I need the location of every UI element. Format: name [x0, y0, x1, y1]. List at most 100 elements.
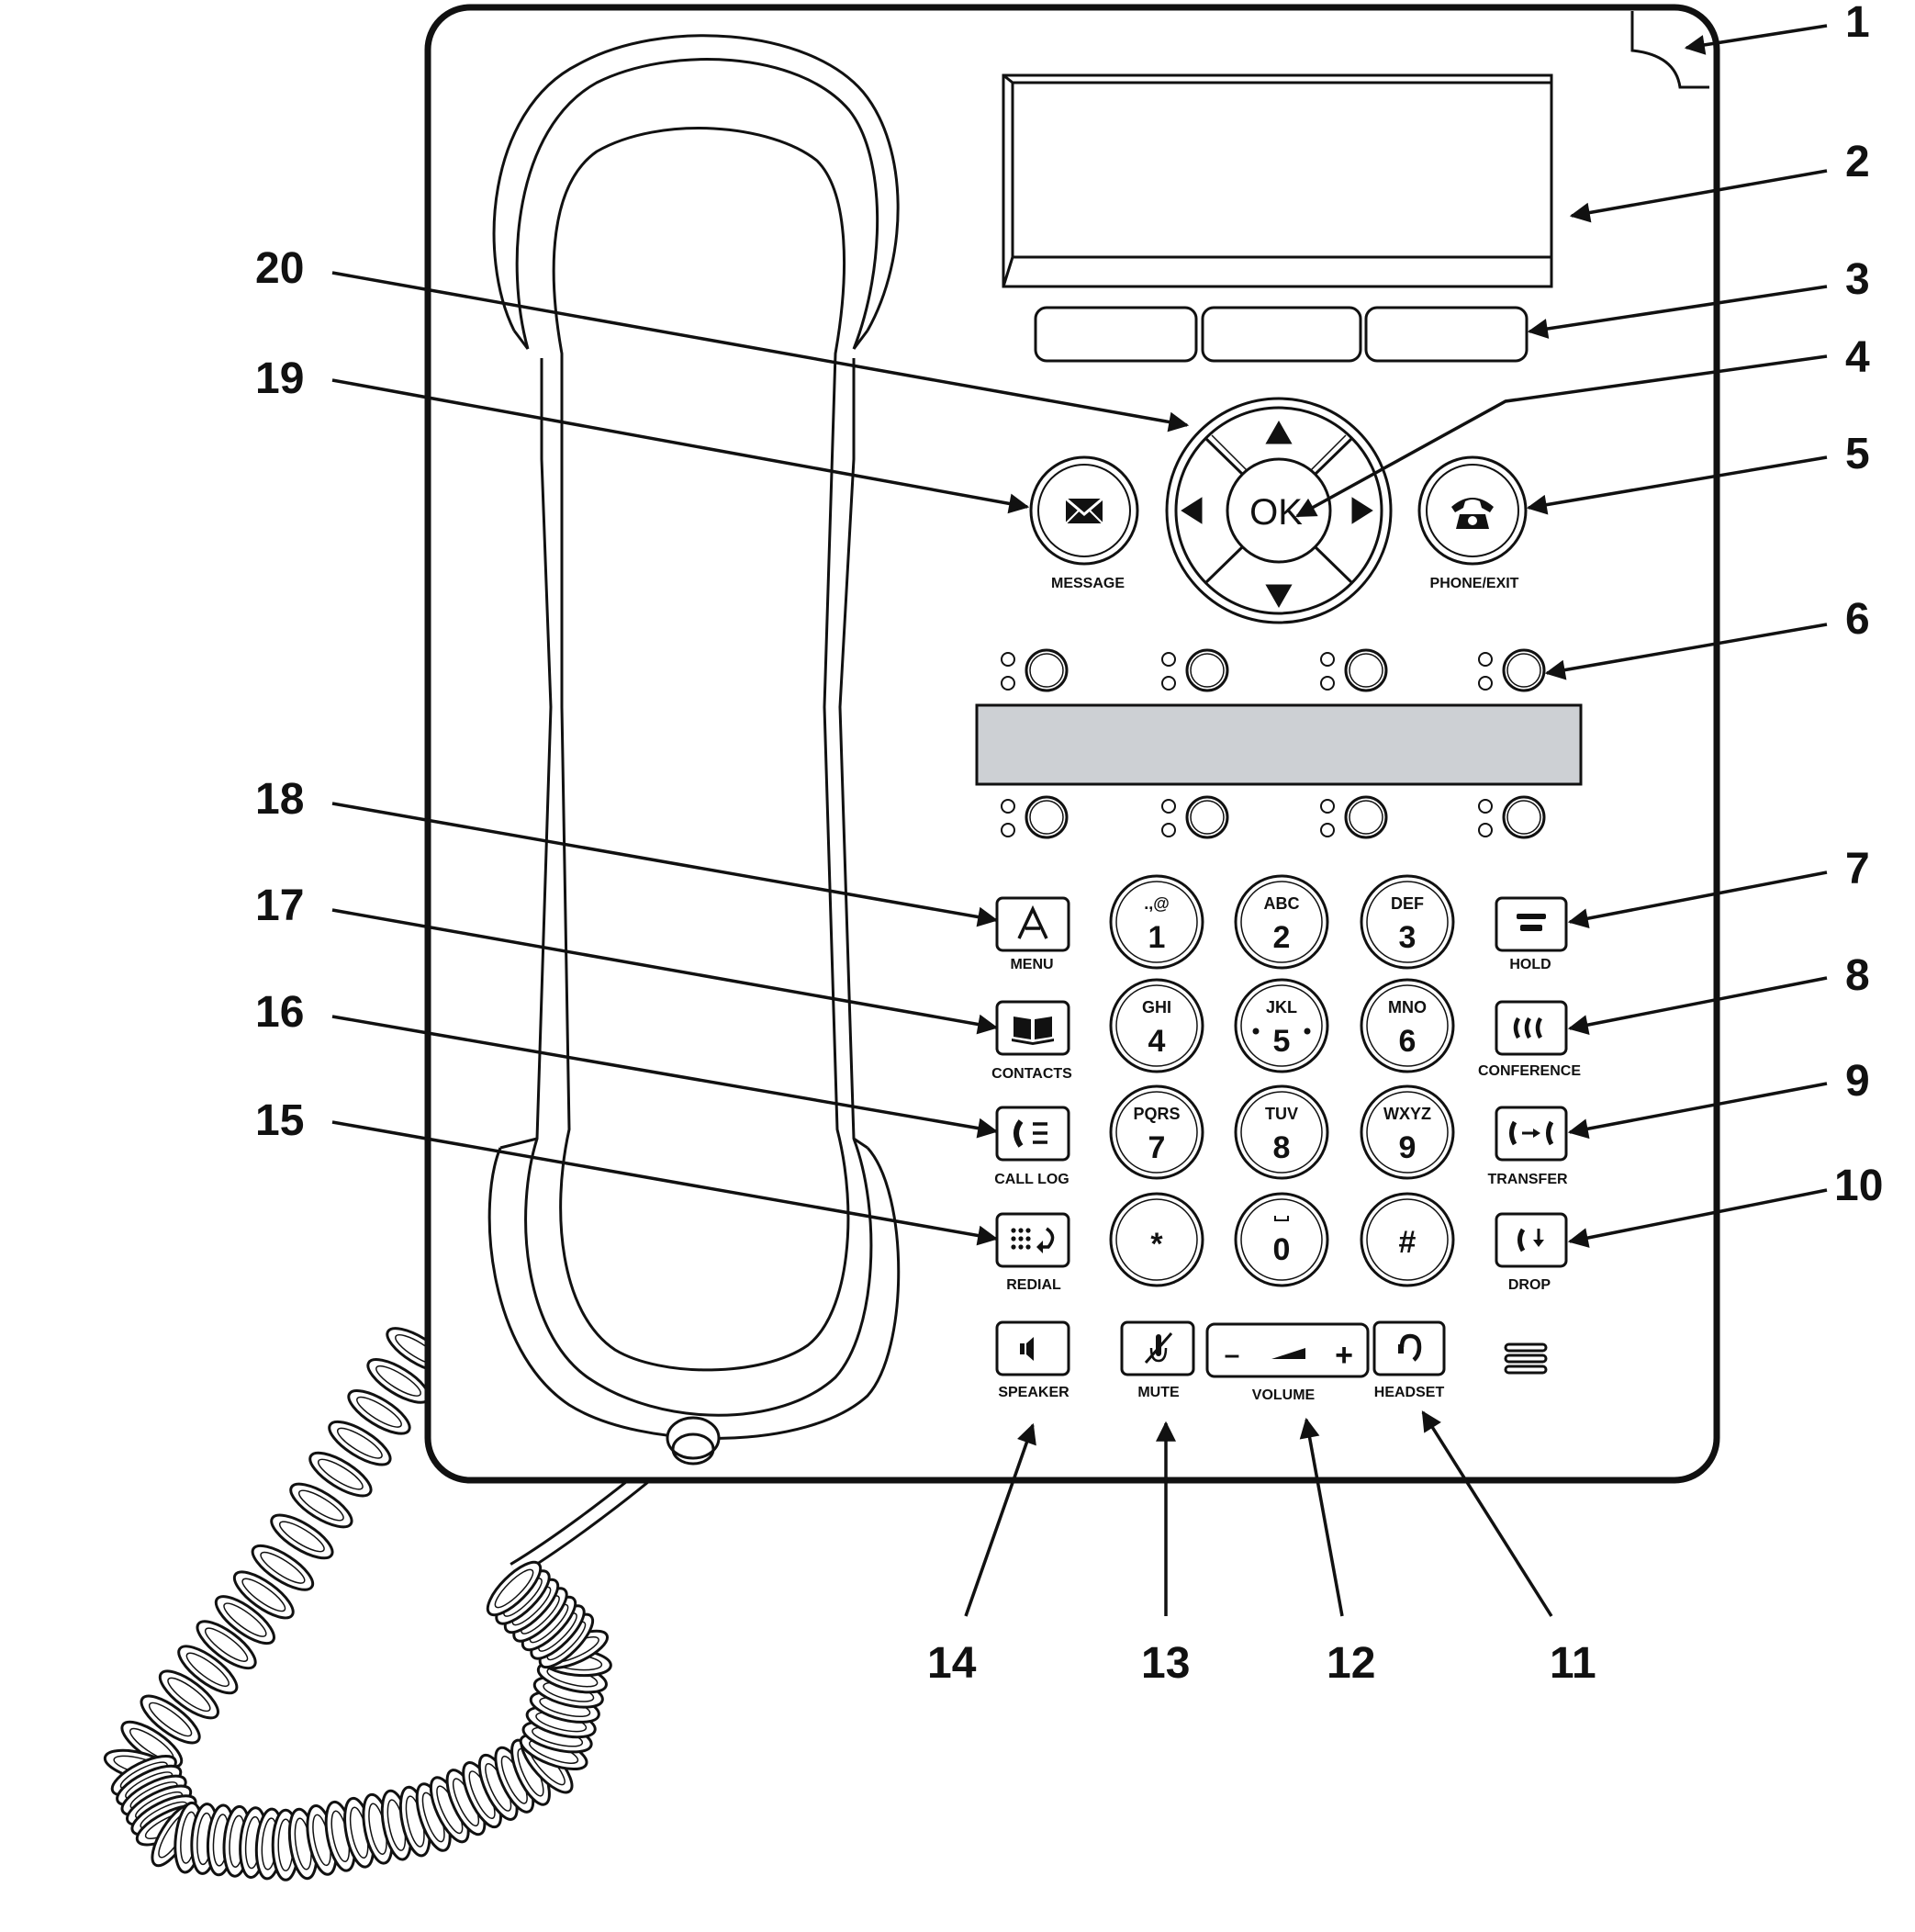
navigation-cluster[interactable] — [1165, 397, 1393, 624]
callout-10: 10 — [1834, 1162, 1883, 1210]
cord-coil-inner — [336, 1427, 383, 1459]
line-button[interactable] — [1320, 795, 1388, 839]
callout-13: 13 — [1141, 1639, 1190, 1688]
key-letters: MNO — [1388, 998, 1427, 1017]
hold-button[interactable] — [1495, 896, 1568, 952]
line-button[interactable] — [1161, 648, 1229, 692]
led-indicator — [1161, 823, 1176, 837]
callout-3: 3 — [1845, 255, 1870, 304]
key-digit: 3 — [1399, 920, 1417, 955]
callout-5: 5 — [1845, 430, 1870, 478]
dialpad-key[interactable]: * — [1109, 1192, 1204, 1287]
button-label-strip — [975, 703, 1583, 786]
ok-button[interactable]: OK — [1249, 492, 1303, 533]
callout-7: 7 — [1845, 845, 1870, 893]
volume-down-button[interactable]: – — [1225, 1340, 1240, 1370]
key-digit: 0 — [1273, 1232, 1291, 1267]
message-label: MESSAGE — [1051, 576, 1125, 591]
line-button[interactable] — [1478, 795, 1546, 839]
line-button[interactable] — [1320, 648, 1388, 692]
led-indicator — [1320, 652, 1335, 667]
nav-left-icon[interactable] — [1181, 497, 1203, 524]
key-digit: * — [1150, 1227, 1163, 1262]
callout-4: 4 — [1845, 333, 1870, 382]
contacts-button[interactable] — [995, 1000, 1070, 1056]
cord-coil — [196, 1620, 257, 1670]
dot — [1025, 1228, 1031, 1233]
led-indicator — [1478, 799, 1493, 814]
line-button[interactable] — [1161, 795, 1229, 839]
cord-coil-inner — [317, 1458, 364, 1490]
cord-coil — [177, 1645, 239, 1695]
conference-icon — [1513, 1017, 1543, 1039]
menu-label: MENU — [1010, 957, 1053, 972]
dialpad-key[interactable]: 0 — [1234, 1192, 1329, 1287]
display — [1002, 73, 1553, 288]
message-button[interactable] — [1029, 455, 1139, 566]
hold-icon — [1517, 914, 1546, 931]
transfer-button[interactable] — [1495, 1106, 1568, 1162]
cord-coil-inner — [204, 1627, 249, 1662]
line-buttons[interactable] — [1001, 648, 1546, 839]
call-log-button[interactable] — [995, 1106, 1070, 1162]
line-button[interactable] — [1001, 648, 1069, 692]
key-letters: JKL — [1266, 998, 1297, 1017]
drop-label: DROP — [1508, 1277, 1551, 1293]
volume-up-button[interactable]: + — [1335, 1338, 1353, 1373]
cord-coil — [251, 1544, 315, 1591]
space-icon — [1274, 1216, 1289, 1221]
contacts-label: CONTACTS — [991, 1066, 1072, 1082]
dialpad-key[interactable]: # — [1360, 1192, 1455, 1287]
led-indicator — [1161, 799, 1176, 814]
cord-coil — [270, 1513, 334, 1560]
headset-button[interactable] — [1372, 1320, 1446, 1376]
speaker-button[interactable] — [995, 1320, 1070, 1376]
nav-up-icon[interactable] — [1265, 420, 1293, 444]
softkeys[interactable] — [1034, 306, 1529, 363]
cord-coil-inner — [241, 1578, 286, 1612]
cord-coil — [140, 1694, 201, 1745]
mute-button[interactable] — [1120, 1320, 1195, 1376]
redial-button[interactable] — [995, 1212, 1070, 1268]
softkey-3[interactable] — [1364, 306, 1529, 363]
callout-numbers: 1 2 3 4 5 6 7 8 9 10 11 12 13 14 15 16 1… — [255, 0, 1883, 1688]
dialpad-key[interactable]: .,@1 — [1109, 874, 1204, 970]
mute-label: MUTE — [1137, 1385, 1180, 1400]
callout-15: 15 — [255, 1096, 304, 1145]
callout-11: 11 — [1550, 1639, 1596, 1688]
keypad-return-icon — [1011, 1227, 1055, 1253]
volume-label: VOLUME — [1252, 1387, 1316, 1403]
headset-label: HEADSET — [1374, 1385, 1445, 1400]
dot — [1018, 1228, 1024, 1233]
key-digit: 8 — [1273, 1130, 1291, 1165]
line-button[interactable] — [1478, 648, 1546, 692]
softkey-1[interactable] — [1034, 306, 1198, 363]
conference-button[interactable] — [1495, 1000, 1568, 1056]
callout-6: 6 — [1845, 595, 1870, 644]
tactile-dot — [1252, 1028, 1260, 1035]
led-indicator — [1001, 799, 1015, 814]
nav-right-icon[interactable] — [1351, 497, 1373, 524]
softkey-2[interactable] — [1201, 306, 1362, 363]
led-indicator — [1001, 823, 1015, 837]
menu-button[interactable] — [995, 896, 1070, 952]
key-digit: # — [1399, 1225, 1417, 1260]
phone-exit-button[interactable] — [1417, 455, 1528, 566]
drop-button[interactable] — [1495, 1212, 1568, 1268]
cord-coil — [486, 1560, 543, 1617]
cord-coil-inner — [223, 1602, 267, 1637]
nav-down-icon[interactable] — [1265, 584, 1293, 609]
line-button[interactable] — [1001, 795, 1069, 839]
volume-control[interactable]: – + — [1205, 1322, 1370, 1378]
handset[interactable] — [487, 34, 901, 1466]
